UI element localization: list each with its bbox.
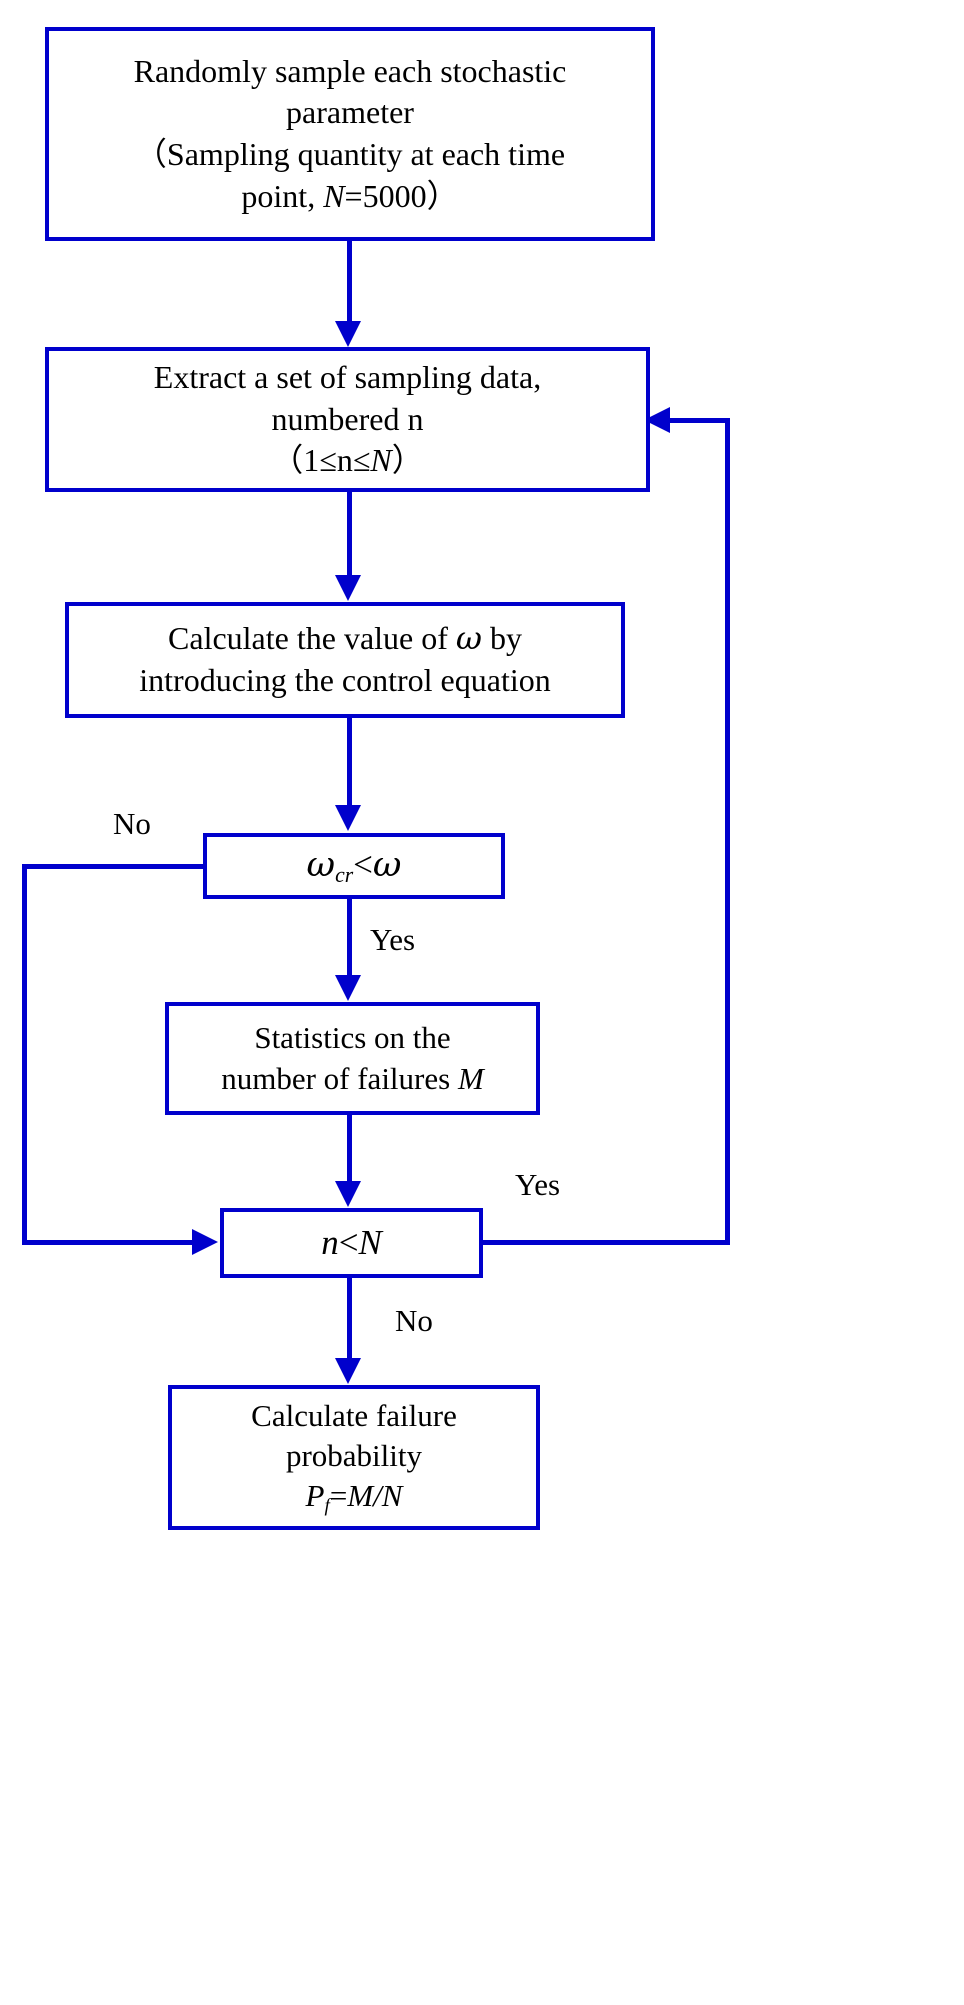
connector-omega-no-vertical [22,864,27,1242]
node-randomly-sample-line-2: parameter [286,94,414,131]
failure-prob-P-variable: P [305,1478,325,1514]
statistics-M-variable: M [457,1060,484,1096]
node-calc-omega-line-1: Calculate the value of ω by [168,618,522,660]
omega-symbol: ω [455,619,482,658]
node-failure-prob-line-2: probability [285,1437,423,1473]
node-extract-line-2: numbered n [271,400,424,437]
failure-prob-M-variable: M [347,1478,374,1514]
sample-count-suffix: =5000） [344,177,459,214]
statistics-prefix: number of failures [221,1060,458,1096]
failure-prob-f-subscript: f [324,1495,330,1517]
node-n-decision-expression: n<N [321,1220,382,1266]
node-randomly-sample-line-1: Randomly sample each stochastic [133,52,567,89]
connector-sample-to-extract [347,241,352,323]
arrowhead-extract-to-calc-omega [335,575,361,601]
node-statistics-failures: Statistics on the number of failures M [165,1002,540,1115]
node-omega-criterion-decision: ωcr<ω [203,833,505,899]
node-failure-prob-formula: Pf=M/N [306,1476,403,1519]
sample-point-prefix: point, [241,177,324,214]
arrowhead-statistics-to-n-check [335,1181,361,1207]
connector-n-yes-to-extract [655,418,727,423]
calc-omega-suffix: by [481,620,522,657]
omega-cr-symbol: ω [306,845,336,886]
N-variable: N [358,1223,382,1263]
omega-symbol-right: ω [372,845,402,886]
calc-omega-prefix: Calculate the value of [168,620,456,657]
node-extract-line-1: Extract a set of sampling data, [153,359,542,396]
failure-prob-divider: / [373,1478,382,1514]
failure-prob-equals: = [329,1478,348,1514]
node-n-less-than-N-decision: n<N [220,1208,483,1278]
connector-calc-omega-to-decision [347,718,352,807]
connector-omega-no-horizontal [22,864,205,869]
arrowhead-calc-omega-to-decision [335,805,361,831]
sample-N-variable: N [323,177,345,214]
connector-extract-to-calc-omega [347,492,352,577]
connector-omega-no-to-n-check [22,1240,194,1245]
node-extract-line-3: （1≤n≤N） [271,440,424,482]
node-calculate-omega: Calculate the value of ω by introducing … [65,602,625,718]
n-decision-operator: < [338,1223,359,1263]
edge-label-n-yes: Yes [515,1167,561,1202]
omega-cr-subscript: cr [335,863,354,888]
node-failure-prob-line-1: Calculate failure [251,1397,457,1433]
node-calc-omega-line-2: introducing the control equation [139,662,551,698]
arrowhead-n-no-to-failure-prob [335,1358,361,1384]
node-randomly-sample-line-4: point, N=5000） [241,176,458,218]
connector-n-yes-vertical [725,418,730,1242]
extract-N-variable: N [370,442,392,479]
omega-decision-operator: < [353,845,373,885]
arrowhead-omega-no-to-n-check [192,1229,218,1255]
extract-range-suffix: ） [391,442,424,479]
connector-n-no-to-failure-prob [347,1278,352,1360]
node-statistics-line-1: Statistics on the [254,1020,451,1056]
edge-label-n-no: No [395,1303,433,1338]
node-randomly-sample-line-3: （Sampling quantity at each time [134,136,566,172]
failure-prob-N-variable: N [381,1478,403,1514]
arrowhead-omega-yes-to-statistics [335,975,361,1001]
n-variable: n [321,1223,339,1263]
connector-omega-yes-to-statistics [347,899,352,977]
node-extract-sampling-data: Extract a set of sampling data, numbered… [45,347,650,492]
node-calculate-failure-probability: Calculate failure probability Pf=M/N [168,1385,540,1530]
edge-label-omega-yes: Yes [370,922,416,957]
node-statistics-line-2: number of failures M [221,1059,484,1099]
arrowhead-sample-to-extract [335,321,361,347]
extract-range-prefix: （1≤n≤ [271,442,371,479]
node-randomly-sample: Randomly sample each stochastic paramete… [45,27,655,241]
edge-label-omega-no: No [113,806,151,841]
connector-statistics-to-n-check [347,1115,352,1183]
node-omega-decision-expression: ωcr<ω [307,842,402,889]
connector-n-yes-horizontal [483,1240,730,1245]
